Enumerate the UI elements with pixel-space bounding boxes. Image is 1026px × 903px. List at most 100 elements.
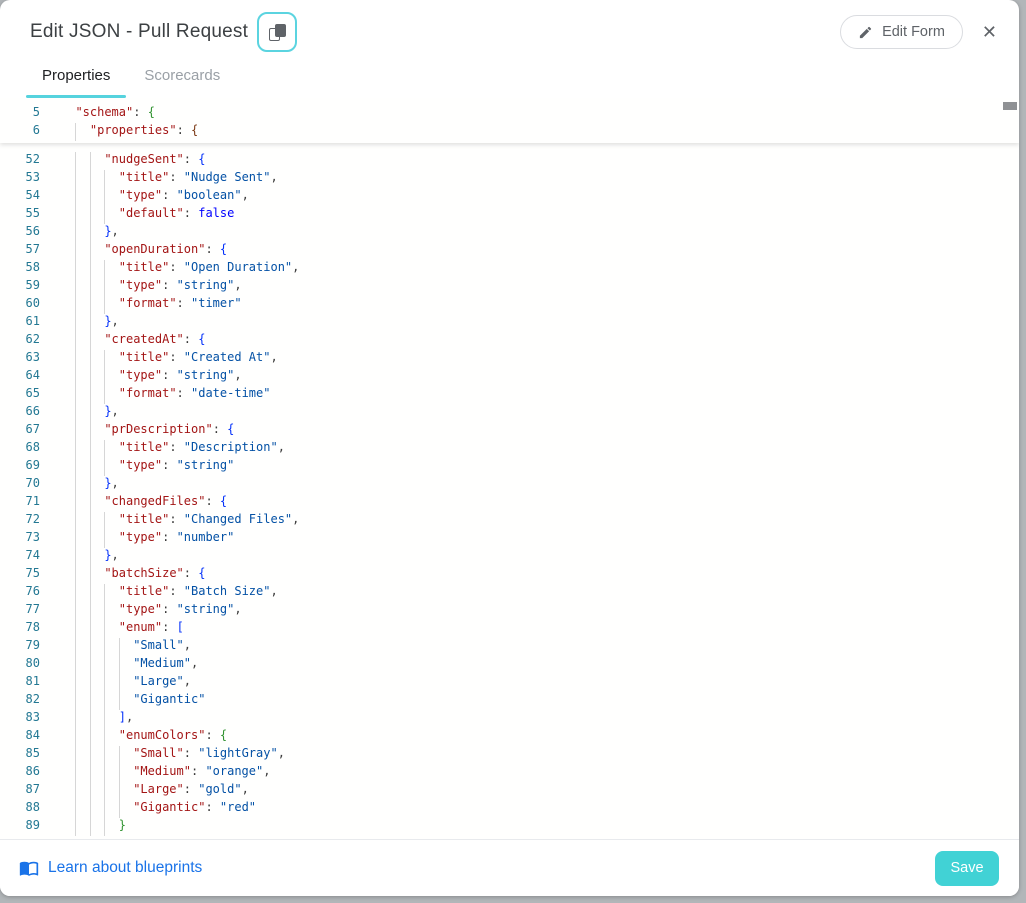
code-text: "Medium": "orange", (40, 764, 270, 782)
code-line[interactable]: 82"Gigantic" (0, 692, 1019, 710)
code-line[interactable]: 55"default": false (0, 206, 1019, 224)
code-text: "format": "timer" (40, 296, 242, 314)
book-icon (19, 858, 39, 878)
line-number: 79 (25, 638, 40, 652)
code-text: }, (40, 476, 119, 494)
code-line[interactable]: 86"Medium": "orange", (0, 764, 1019, 782)
code-line[interactable]: 60"format": "timer" (0, 296, 1019, 314)
code-line[interactable]: 78"enum": [ (0, 620, 1019, 638)
code-line[interactable]: 68"title": "Description", (0, 440, 1019, 458)
tab-properties[interactable]: Properties (26, 59, 127, 98)
learn-about-blueprints-link[interactable]: Learn about blueprints (19, 858, 202, 878)
line-number: 68 (25, 440, 40, 454)
line-number: 55 (25, 206, 40, 220)
code-line[interactable]: 87"Large": "gold", (0, 782, 1019, 800)
line-number: 77 (25, 602, 40, 616)
copy-icon (268, 23, 286, 41)
code-line[interactable]: 5"schema": { (0, 105, 1019, 123)
code-line[interactable]: 83], (0, 710, 1019, 728)
line-number: 82 (25, 692, 40, 706)
line-number: 61 (25, 314, 40, 328)
code-text: "batchSize": { (40, 566, 205, 584)
code-text: "changedFiles": { (40, 494, 227, 512)
code-line[interactable]: 72"title": "Changed Files", (0, 512, 1019, 530)
code-line[interactable]: 67"prDescription": { (0, 422, 1019, 440)
line-number: 75 (25, 566, 40, 580)
line-number: 87 (25, 782, 40, 796)
line-number: 81 (25, 674, 40, 688)
code-line[interactable]: 56}, (0, 224, 1019, 242)
line-number: 54 (25, 188, 40, 202)
code-text: "Medium", (40, 656, 198, 674)
code-text: "type": "string" (40, 458, 234, 476)
save-button[interactable]: Save (935, 850, 999, 886)
code-text: "title": "Nudge Sent", (40, 170, 278, 188)
close-button[interactable]: ✕ (982, 23, 997, 41)
code-line[interactable]: 61}, (0, 314, 1019, 332)
code-line[interactable]: 64"type": "string", (0, 368, 1019, 386)
line-number: 86 (25, 764, 40, 778)
code-line[interactable]: 57"openDuration": { (0, 242, 1019, 260)
line-number: 59 (25, 278, 40, 292)
code-text: "title": "Description", (40, 440, 285, 458)
code-line[interactable]: 73"type": "number" (0, 530, 1019, 548)
code-line[interactable]: 71"changedFiles": { (0, 494, 1019, 512)
edit-form-button[interactable]: Edit Form (840, 15, 963, 49)
code-line[interactable]: 74}, (0, 548, 1019, 566)
code-text: "Large", (40, 674, 191, 692)
code-line[interactable]: 54"type": "boolean", (0, 188, 1019, 206)
code-line[interactable]: 6"properties": { (0, 123, 1019, 141)
code-line[interactable]: 75"batchSize": { (0, 566, 1019, 584)
code-text: "type": "string", (40, 602, 242, 620)
code-line[interactable]: 69"type": "string" (0, 458, 1019, 476)
code-line[interactable]: 77"type": "string", (0, 602, 1019, 620)
code-line[interactable]: 85"Small": "lightGray", (0, 746, 1019, 764)
editor-scrollbar-thumb[interactable] (1003, 102, 1017, 110)
tab-scorecards[interactable]: Scorecards (144, 67, 221, 84)
code-line[interactable]: 70}, (0, 476, 1019, 494)
line-number: 76 (25, 584, 40, 598)
copy-title-button[interactable] (257, 12, 298, 52)
code-line[interactable]: 66}, (0, 404, 1019, 422)
code-line[interactable]: 58"title": "Open Duration", (0, 260, 1019, 278)
code-line[interactable]: 53"title": "Nudge Sent", (0, 170, 1019, 188)
code-line[interactable]: 79"Small", (0, 638, 1019, 656)
json-code-editor[interactable]: 5"schema": {6"properties": { 52"nudgeSen… (0, 98, 1019, 839)
line-number: 89 (25, 818, 40, 832)
code-line[interactable]: 62"createdAt": { (0, 332, 1019, 350)
line-number: 74 (25, 548, 40, 562)
code-line[interactable]: 76"title": "Batch Size", (0, 584, 1019, 602)
modal-header: Edit JSON - Pull Request Edit Form ✕ (0, 0, 1019, 54)
code-line[interactable]: 63"title": "Created At", (0, 350, 1019, 368)
line-number: 78 (25, 620, 40, 634)
code-line[interactable]: 84"enumColors": { (0, 728, 1019, 746)
code-line[interactable]: 65"format": "date-time" (0, 386, 1019, 404)
line-number: 65 (25, 386, 40, 400)
code-text: "title": "Open Duration", (40, 260, 299, 278)
edit-form-label: Edit Form (882, 24, 945, 40)
code-content: 52"nudgeSent": {53"title": "Nudge Sent",… (0, 143, 1019, 836)
code-line[interactable]: 88"Gigantic": "red" (0, 800, 1019, 818)
sticky-scroll-lines: 5"schema": {6"properties": { (0, 98, 1019, 143)
code-text: "openDuration": { (40, 242, 227, 260)
code-line[interactable]: 59"type": "string", (0, 278, 1019, 296)
line-number: 52 (25, 152, 40, 166)
code-text: "type": "string", (40, 368, 242, 386)
code-text: }, (40, 548, 119, 566)
code-text: "Large": "gold", (40, 782, 249, 800)
code-line[interactable]: 52"nudgeSent": { (0, 152, 1019, 170)
code-text: "default": false (40, 206, 234, 224)
code-line[interactable]: 89} (0, 818, 1019, 836)
modal-footer: Learn about blueprints Save (0, 839, 1019, 896)
line-number: 70 (25, 476, 40, 490)
close-icon: ✕ (981, 22, 997, 42)
code-text: "properties": { (40, 123, 198, 141)
code-text: "Small", (40, 638, 191, 656)
code-text: "title": "Batch Size", (40, 584, 278, 602)
line-number: 85 (25, 746, 40, 760)
code-line[interactable]: 81"Large", (0, 674, 1019, 692)
line-number: 83 (25, 710, 40, 724)
code-text: "Gigantic" (40, 692, 205, 710)
line-number: 56 (25, 224, 40, 238)
code-line[interactable]: 80"Medium", (0, 656, 1019, 674)
